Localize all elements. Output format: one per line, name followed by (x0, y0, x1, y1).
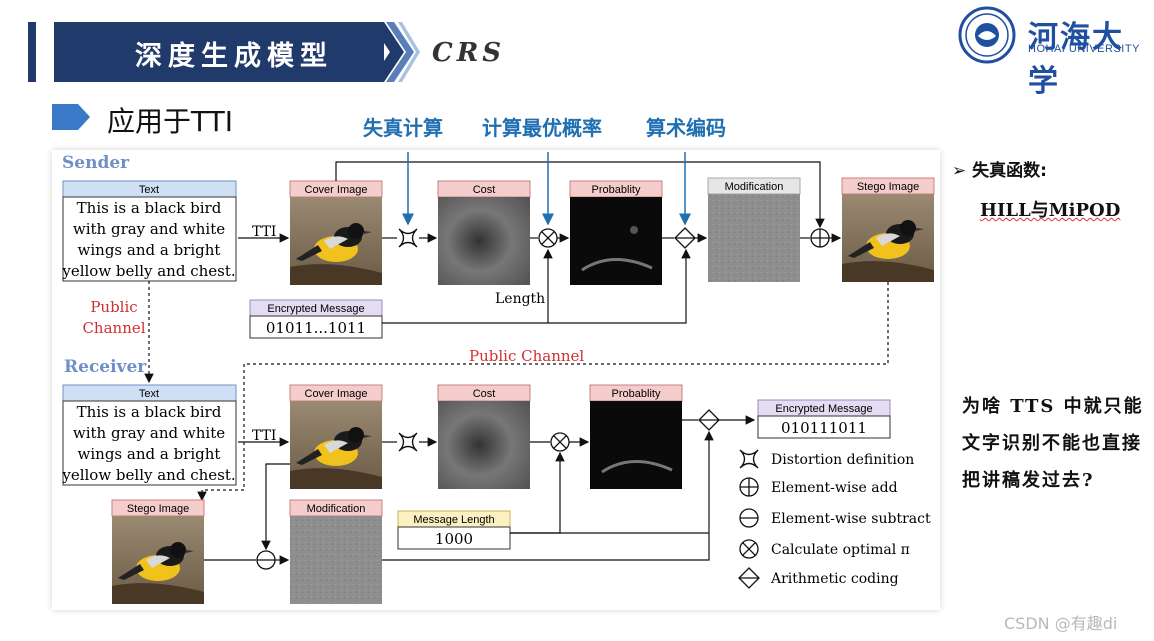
sender-text-line: wings and a bright (78, 241, 221, 259)
length-label: Length (495, 291, 545, 307)
sender-text-line: yellow belly and chest. (61, 262, 235, 280)
legend-item: Arithmetic coding (770, 571, 899, 587)
banner-chevrons (370, 22, 420, 82)
diagram-panel: Sender Text This is a black bird with gr… (52, 150, 940, 610)
receiver-text-box (62, 400, 237, 486)
section-bullet-icon (52, 104, 90, 130)
receiver-text-line: with gray and white (73, 424, 225, 442)
right-heading-text: 失真函数: (972, 161, 1047, 181)
subtitle-code: CRS (432, 38, 506, 68)
sender-optimal-symbol (538, 228, 558, 248)
receiver-cover-image (290, 401, 382, 489)
receiver-msg-title: Encrypted Message (775, 403, 872, 415)
sender-msg-bits: 01011...1011 (266, 319, 366, 337)
msg-length-box (397, 526, 511, 550)
public-channel-left-1: Public (90, 298, 137, 316)
msg-length-title: Message Length (413, 514, 494, 526)
sender-add-symbol (810, 228, 830, 248)
logo-english: HOHAI UNIVERSITY (1028, 43, 1140, 55)
sender-prob-image (570, 197, 662, 285)
receiver-distortion-symbol (398, 432, 418, 452)
sender-arithmetic-symbol (674, 227, 696, 249)
sender-stego-title: Stego Image (857, 181, 919, 193)
sender-mod-image (708, 194, 800, 282)
receiver-cover-title: Cover Image (305, 388, 368, 400)
logo-name: 河海大学 (1028, 20, 1124, 99)
right-hill-mipod: HILL与MiPOD (980, 200, 1121, 221)
receiver-tti-label: TTI (252, 428, 276, 444)
receiver-text-line: wings and a bright (78, 445, 221, 463)
right-heading: ➢ 失真函数: (952, 156, 1047, 181)
sender-text-title: Text (139, 184, 159, 196)
sender-tti-label: TTI (252, 224, 276, 240)
sender-text-line: with gray and white (73, 220, 225, 238)
legend-add-icon (739, 477, 759, 497)
receiver-text-line: yellow belly and chest. (61, 466, 235, 484)
receiver-stego-image (112, 516, 204, 604)
watermark: CSDN @有趣di (1004, 614, 1118, 633)
receiver-mod-image (290, 516, 382, 604)
sender-text-box (62, 196, 237, 282)
receiver-subtract-symbol (256, 550, 276, 570)
legend-item: Element-wise add (771, 480, 898, 496)
public-channel-left-2: Channel (82, 319, 145, 337)
university-seal-icon (958, 6, 1016, 64)
sender-text-line: This is a black bird (77, 199, 222, 217)
sender-stego-image (842, 194, 934, 282)
label-distortion-calc: 失真计算 (363, 116, 443, 140)
msg-length-value: 1000 (435, 530, 473, 548)
legend-arithmetic-icon (738, 567, 760, 589)
legend-optimal-icon (739, 539, 759, 559)
sender-mod-title: Modification (725, 181, 784, 193)
triangle-bullet-icon: ➢ (952, 161, 973, 181)
legend-item: Calculate optimal π (771, 542, 910, 558)
sender-msg-title: Encrypted Message (267, 303, 364, 315)
sender-cover-title: Cover Image (305, 184, 368, 196)
steganography-diagram: Sender Text This is a black bird with gr… (61, 153, 935, 604)
receiver-msg-box (757, 415, 891, 439)
legend-subtract-icon (739, 508, 759, 528)
receiver-cost-title: Cost (473, 388, 496, 400)
receiver-stego-title: Stego Image (127, 503, 189, 515)
receiver-arithmetic-symbol (698, 409, 720, 431)
receiver-text-title: Text (139, 388, 159, 400)
right-question: 为啥 TTS 中就只能文字识别不能也直接把讲稿发过去? (962, 396, 1144, 491)
left-accent-bar (28, 22, 36, 82)
label-optimal-probability: 计算最优概率 (482, 116, 602, 140)
sender-msg-box (249, 315, 383, 339)
receiver-prob-image (590, 401, 682, 489)
receiver-prob-title: Probablity (612, 388, 661, 400)
receiver-text-line: This is a black bird (77, 403, 222, 421)
receiver-label: Receiver (64, 357, 147, 377)
sender-prob-title: Probablity (592, 184, 641, 196)
legend-item: Distortion definition (771, 452, 914, 468)
title-banner (54, 22, 384, 82)
sender-distortion-symbol (398, 228, 418, 248)
receiver-msg-bits: 010111011 (781, 419, 867, 437)
sender-cover-image (290, 197, 382, 285)
sender-cost-image (438, 197, 530, 285)
public-channel-label: Public Channel (469, 347, 584, 365)
sender-label: Sender (62, 153, 130, 173)
legend-item: Element-wise subtract (771, 511, 931, 527)
page-title: 深度生成模型 (135, 41, 333, 72)
legend-distortion-icon (739, 449, 759, 469)
receiver-cost-image (438, 401, 530, 489)
section-title: 应用于TTI (107, 105, 233, 138)
label-arithmetic-coding: 算术编码 (646, 116, 726, 140)
receiver-mod-title: Modification (307, 503, 366, 515)
receiver-optimal-symbol (550, 432, 570, 452)
sender-cost-title: Cost (473, 184, 496, 196)
